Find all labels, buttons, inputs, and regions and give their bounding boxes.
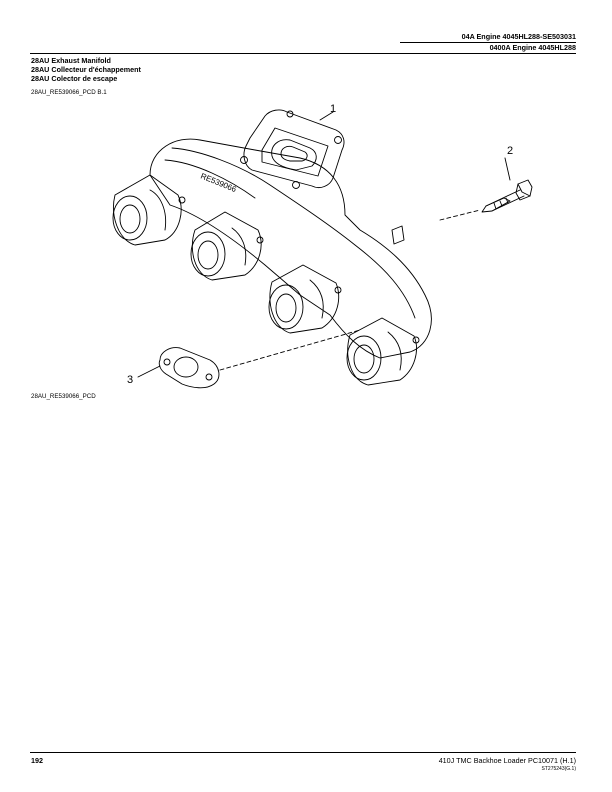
exhaust-port-1	[113, 174, 182, 246]
callout-2: 2	[507, 145, 513, 157]
exhaust-port-3	[269, 264, 340, 334]
exhaust-port-2	[191, 211, 262, 281]
figure-reference-top: 28AU_RE539066_PCD B.1	[31, 89, 107, 96]
gasket-part	[158, 347, 220, 389]
header-divider-short	[400, 42, 576, 43]
document-reference: 410J TMC Backhoe Loader PC10071 (H.1)	[438, 756, 576, 765]
header-engine-line-2: 0400A Engine 4045HL288	[489, 43, 576, 52]
callout-3: 3	[127, 374, 133, 386]
footer-code: ST275243(G.1)	[541, 766, 576, 772]
title-spanish: 28AU Colector de escape	[31, 74, 118, 83]
footer-divider	[30, 752, 576, 753]
header-engine-line-1: 04A Engine 4045HL288-SE503031	[461, 32, 576, 41]
figure-reference-bottom: 28AU_RE539066_PCD	[31, 393, 96, 400]
page-number: 192	[31, 756, 43, 765]
title-french: 28AU Collecteur d'échappement	[31, 65, 141, 74]
exhaust-port-4	[347, 317, 417, 386]
header-divider	[30, 53, 576, 54]
part-number-stamp: RE539066	[199, 172, 238, 195]
callout-1: 1	[330, 103, 336, 115]
manifold-body	[149, 138, 432, 359]
title-english: 28AU Exhaust Manifold	[31, 56, 111, 65]
bolt-part	[481, 179, 533, 213]
manifold-flange	[243, 109, 345, 189]
